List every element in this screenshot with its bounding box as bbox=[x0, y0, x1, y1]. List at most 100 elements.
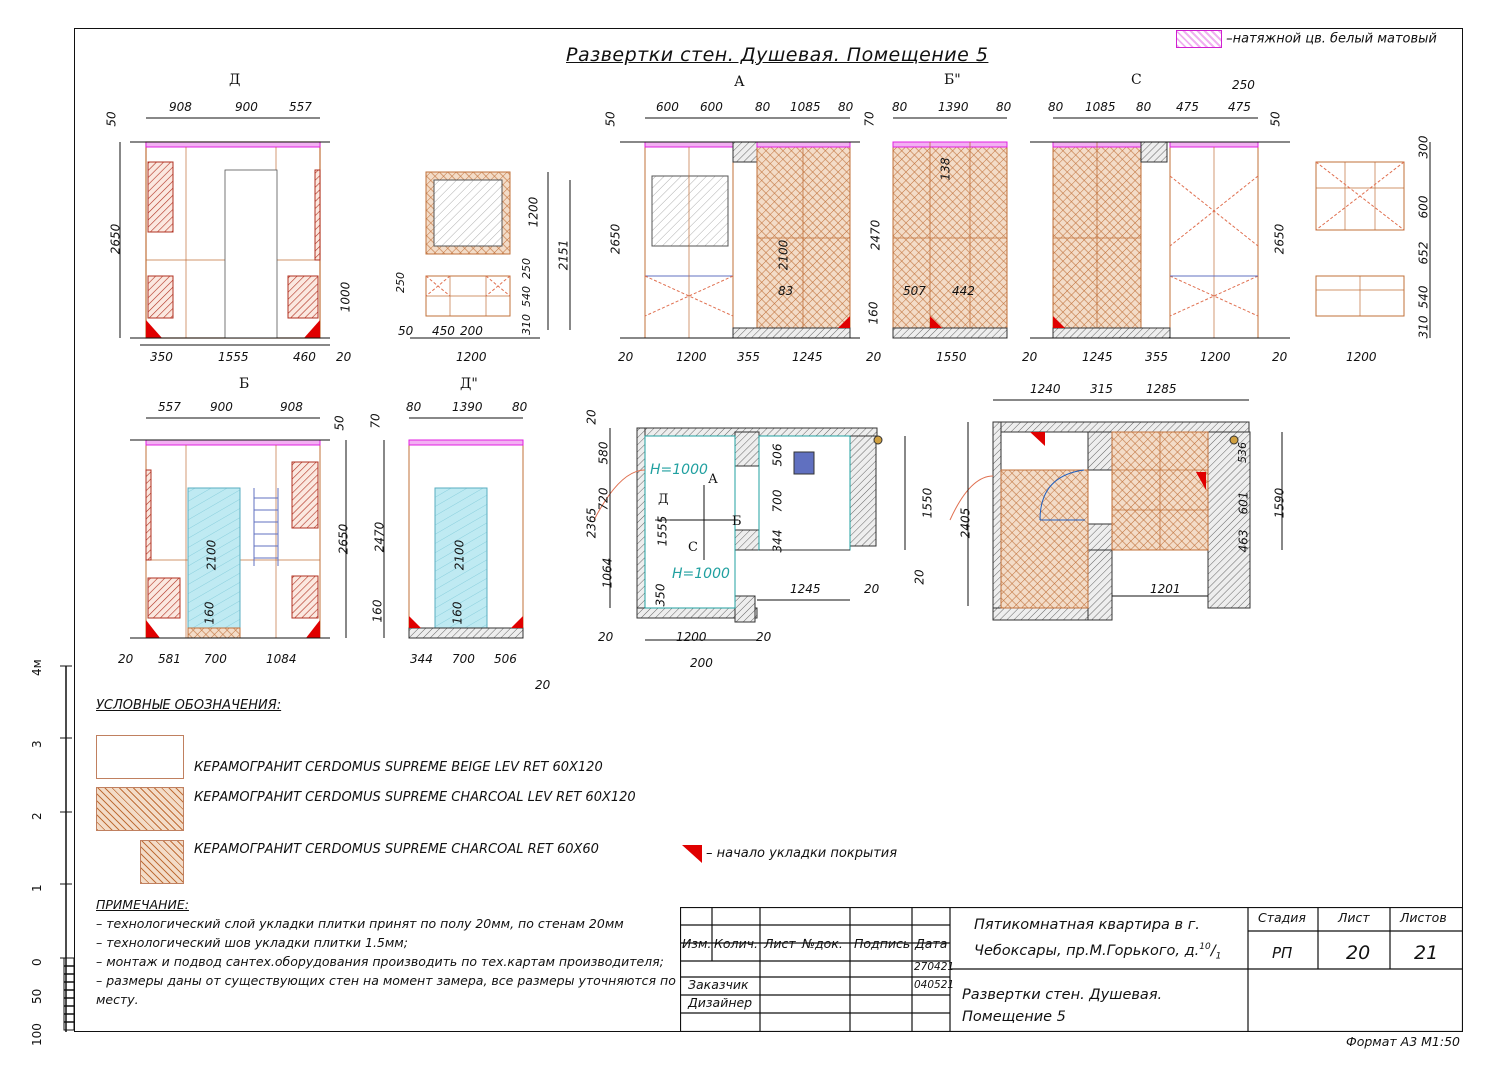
stamp-project-line2: Чебоксары, пр.М.Горького, д. bbox=[974, 942, 1200, 959]
sheet-format: Формат А3 М1:50 bbox=[1345, 1034, 1460, 1049]
stamp-grid bbox=[680, 907, 1463, 1032]
plan2-dim-5: 463 bbox=[1236, 529, 1251, 553]
dim-d2-left-1: 2470 bbox=[372, 521, 387, 553]
dim-d2-bottom-1: 700 bbox=[452, 652, 475, 666]
plan1-dim-1: 580 bbox=[596, 441, 611, 465]
plan1-dim-7: 506 bbox=[770, 443, 785, 467]
plan1-h-0: H=1000 bbox=[650, 462, 708, 478]
note-line-2: – монтаж и подвод сантех.оборудования пр… bbox=[96, 954, 664, 969]
plan1-h-1: H=1000 bbox=[672, 566, 730, 582]
dim-d-bottom-1: 1555 bbox=[218, 350, 249, 364]
stamp-header-podpis: Подпись bbox=[854, 936, 911, 951]
stamp-role-customer: Заказчик bbox=[688, 977, 749, 992]
plan2-dim-2: 1285 bbox=[1146, 382, 1177, 396]
start-marker-text: – начало укладки покрытия bbox=[706, 846, 898, 861]
dim-a-bottom-2: 355 bbox=[737, 350, 760, 364]
dim-a-top-0: 600 bbox=[656, 100, 679, 114]
dim-niche-2: 250 bbox=[520, 258, 533, 279]
stamp-project-line2-wrap: Чебоксары, пр.М.Горького, д.10/1 bbox=[974, 942, 1222, 962]
dim-b-bottom-3: 1084 bbox=[266, 652, 297, 666]
niche-elevation bbox=[410, 171, 571, 339]
stamp-sheets-total: 21 bbox=[1414, 942, 1439, 964]
wall-d-elevation bbox=[119, 117, 330, 346]
scale-label-1: 1 bbox=[30, 884, 44, 892]
dim-side-2: 652 bbox=[1416, 241, 1431, 265]
dim-a-bottom-0: 20 bbox=[618, 350, 634, 364]
dim-a-left-0: 50 bbox=[603, 111, 618, 127]
legend-item-charcoal-120: КЕРАМОГРАНИТ CERDOMUS SUPREME CHARCOAL L… bbox=[194, 790, 636, 805]
dim-b-top-2: 908 bbox=[280, 400, 303, 414]
legend-item-charcoal-60: КЕРАМОГРАНИТ CERDOMUS SUPREME CHARCOAL R… bbox=[194, 842, 599, 857]
dim-a-right-2: 160 bbox=[866, 301, 881, 325]
stamp-header-data: Дата bbox=[915, 936, 948, 951]
plan2-dim-0: 1240 bbox=[1030, 382, 1061, 396]
plan1-label-a: А bbox=[708, 472, 718, 487]
dim-niche-bottom-0: 50 bbox=[398, 324, 414, 338]
scale-label-3: 3 bbox=[30, 740, 44, 748]
dim-c-right-1: 2650 bbox=[1272, 223, 1287, 255]
stamp-col-sheets: Листов bbox=[1400, 910, 1447, 925]
legend-swatch-charcoal-60 bbox=[140, 840, 184, 884]
dim-d-top-0: 908 bbox=[169, 100, 192, 114]
wall-label-b2: Б" bbox=[944, 72, 961, 88]
dim-d2-bottom-3: 20 bbox=[535, 678, 551, 692]
dim-a-top-3: 1085 bbox=[790, 100, 821, 114]
dim-c-bottom-1: 1245 bbox=[1082, 350, 1113, 364]
note-line-0: – технологический слой укладки плитки пр… bbox=[96, 916, 624, 931]
dim-niche-0: 1200 bbox=[526, 196, 541, 228]
dim-b2-bottom-0: 1550 bbox=[936, 350, 967, 364]
dim-c-bottom-2: 355 bbox=[1145, 350, 1168, 364]
dim-b-bottom-0: 20 bbox=[118, 652, 134, 666]
wall-b-elevation bbox=[130, 417, 347, 639]
dim-d2-inner-0: 2100 bbox=[452, 539, 467, 571]
dim-c-top-3: 475 bbox=[1176, 100, 1199, 114]
stamp-sheet-no: 20 bbox=[1346, 942, 1371, 964]
dim-c-top-4: 475 bbox=[1228, 100, 1251, 114]
dim-d2-top-1: 1390 bbox=[452, 400, 483, 414]
plan1-label-b: Б bbox=[732, 514, 742, 529]
stamp-stage-value: РП bbox=[1272, 944, 1293, 962]
dim-c-top-2: 80 bbox=[1136, 100, 1152, 114]
plan1-dim-13: 20 bbox=[912, 569, 927, 585]
dim-b-right-1: 2650 bbox=[336, 523, 351, 555]
dim-a-right-1: 2470 bbox=[868, 219, 883, 251]
plan2-dim-7: 1201 bbox=[1150, 582, 1181, 596]
notes-heading: ПРИМЕЧАНИЕ: bbox=[96, 897, 189, 912]
dim-b2-inner-2: 442 bbox=[952, 284, 975, 298]
dim-d-bottom-2: 460 bbox=[293, 350, 316, 364]
dim-d2-bottom-2: 506 bbox=[494, 652, 517, 666]
dim-d2-left-2: 160 bbox=[370, 599, 385, 623]
plan1-dim-16: 20 bbox=[598, 630, 614, 644]
legend-heading: УСЛОВНЫЕ ОБОЗНАЧЕНИЯ: bbox=[96, 698, 282, 713]
plan1-dim-8: 700 bbox=[770, 489, 785, 513]
stamp-header-izm: Изм. bbox=[682, 936, 712, 951]
ceiling-swatch bbox=[1176, 30, 1222, 48]
dim-a-bottom-1: 1200 bbox=[676, 350, 707, 364]
dim-b-top-0: 557 bbox=[158, 400, 181, 414]
start-marker-icon bbox=[682, 845, 702, 863]
dim-b2-top-1: 1390 bbox=[938, 100, 969, 114]
dim-niche-left: 250 bbox=[394, 272, 407, 293]
dim-c-top-1: 1085 bbox=[1085, 100, 1116, 114]
wall-label-d: Д bbox=[229, 72, 241, 88]
plan-1 bbox=[593, 427, 906, 641]
wall-d2-elevation bbox=[383, 417, 524, 639]
dim-niche-bottom-3: 1200 bbox=[456, 350, 487, 364]
scale-label-2: 2 bbox=[30, 812, 44, 820]
stamp-header-ndok: №док. bbox=[802, 936, 843, 951]
dim-d2-top-0: 80 bbox=[406, 400, 422, 414]
dim-b-right-0: 50 bbox=[332, 415, 347, 431]
dim-side-0: 300 bbox=[1416, 135, 1431, 159]
dim-b2-top-2: 80 bbox=[996, 100, 1012, 114]
legend-swatch-charcoal-120 bbox=[96, 787, 184, 831]
dim-d2-inner-1: 160 bbox=[450, 601, 465, 625]
wall-label-b: Б bbox=[239, 376, 250, 392]
dim-side-4: 310 bbox=[1416, 315, 1431, 339]
stamp-project-sub: 1 bbox=[1215, 951, 1222, 962]
dim-niche-1: 2151 bbox=[556, 239, 571, 271]
dim-b2-inner-0: 138 bbox=[938, 157, 953, 181]
plan1-dim-3: 1555 bbox=[655, 515, 670, 547]
dim-a-bottom-4: 20 bbox=[866, 350, 882, 364]
dim-d2-top-2: 80 bbox=[512, 400, 528, 414]
